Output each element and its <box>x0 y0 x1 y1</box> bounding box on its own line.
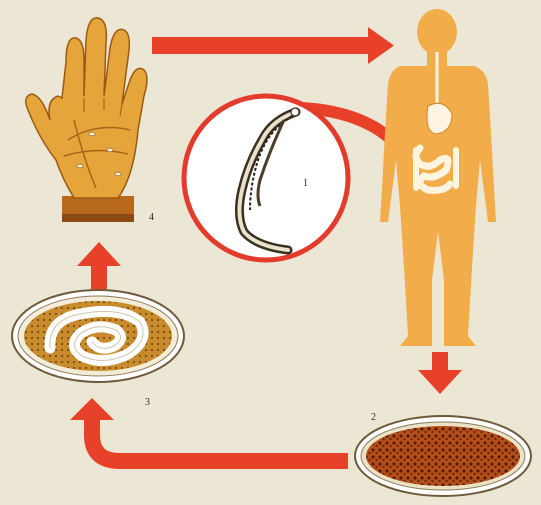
arrow-hand-to-body <box>152 27 394 64</box>
human-body-illustration <box>380 9 496 346</box>
worm-circle <box>184 96 348 260</box>
fresh-egg <box>355 416 531 496</box>
arrow-body-to-egg2 <box>418 352 462 394</box>
arrow-egg2-to-egg3 <box>70 398 348 461</box>
stage-label-4: 4 <box>149 213 154 223</box>
larvated-egg <box>12 290 184 382</box>
stage-label-2: 2 <box>371 413 376 423</box>
stage-label-1: 1 <box>303 179 308 189</box>
stage-label-3: 3 <box>145 398 150 408</box>
arrow-egg3-to-hand <box>77 242 121 289</box>
hand-illustration <box>26 18 147 222</box>
